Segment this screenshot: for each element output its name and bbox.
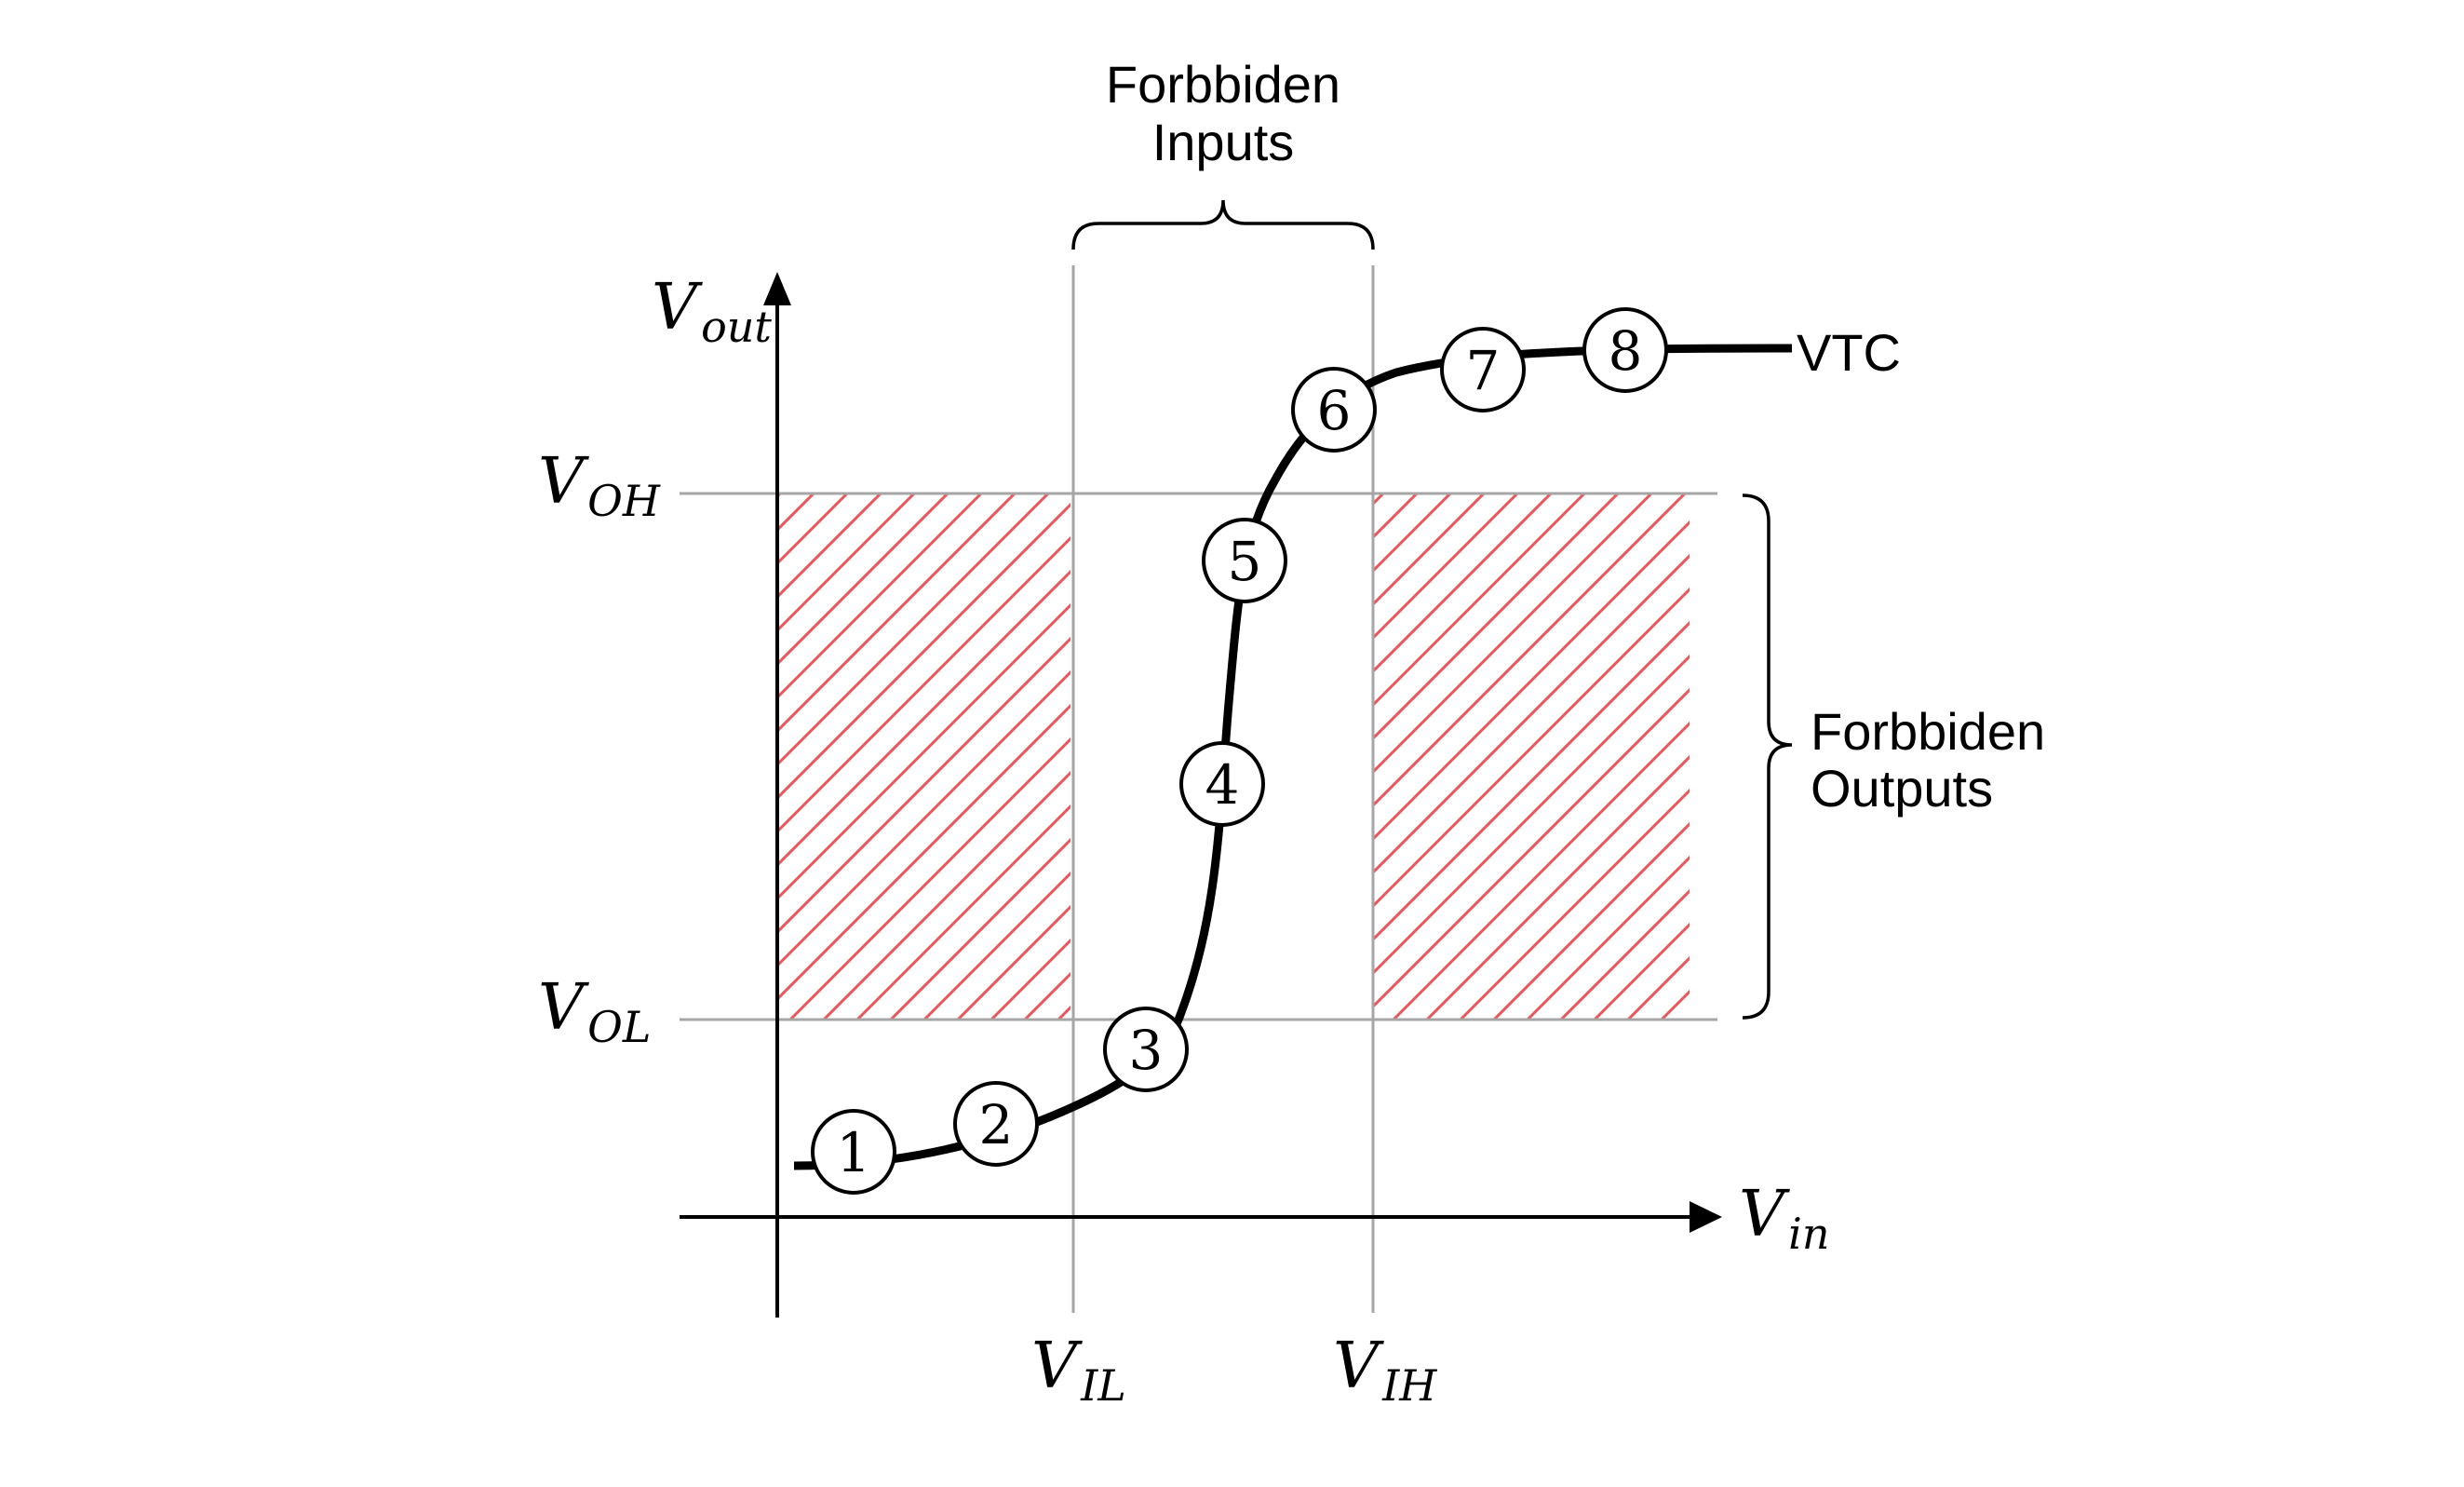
vtc-curve [793, 344, 1793, 1170]
vtc-curve-label: VTC [1797, 323, 1901, 382]
forbidden-outputs-brace [1742, 493, 1793, 1020]
svg-text:1: 1 [837, 1121, 871, 1184]
forbidden-outputs-label-line1: Forbbiden [1811, 702, 2045, 761]
marker-2: 2 [953, 1081, 1039, 1167]
vil-label: VIL [1031, 1330, 1126, 1411]
y-axis [763, 272, 791, 1318]
vih-label: VIH [1333, 1330, 1437, 1411]
marker-6: 6 [1291, 367, 1377, 453]
forbidden-inputs-label-line2: Inputs [1152, 113, 1295, 171]
svg-text:2: 2 [979, 1093, 1014, 1156]
vol-label: VOL [538, 971, 651, 1052]
svg-text:3: 3 [1129, 1019, 1164, 1082]
svg-text:4: 4 [1205, 753, 1240, 817]
marker-5: 5 [1202, 518, 1287, 603]
forbidden-inputs-brace [1071, 199, 1375, 250]
svg-text:8: 8 [1609, 319, 1643, 383]
marker-4: 4 [1179, 741, 1265, 827]
x-axis [680, 1201, 1722, 1233]
x-axis-label: Vin [1739, 1178, 1829, 1259]
forbidden-region-right [1373, 493, 1690, 1020]
forbidden-outputs-label-line2: Outputs [1811, 759, 1993, 818]
marker-7: 7 [1440, 327, 1526, 412]
marker-1: 1 [811, 1109, 896, 1195]
forbidden-inputs-label-line1: Forbbiden [1106, 55, 1340, 114]
svg-text:6: 6 [1317, 379, 1352, 442]
marker-3: 3 [1103, 1007, 1189, 1092]
marker-8: 8 [1582, 307, 1668, 393]
voh-label: VOH [538, 445, 661, 526]
svg-text:5: 5 [1228, 530, 1262, 593]
svg-text:7: 7 [1466, 339, 1501, 402]
forbidden-region-left [777, 493, 1070, 1020]
y-axis-label: Vout [652, 271, 772, 352]
